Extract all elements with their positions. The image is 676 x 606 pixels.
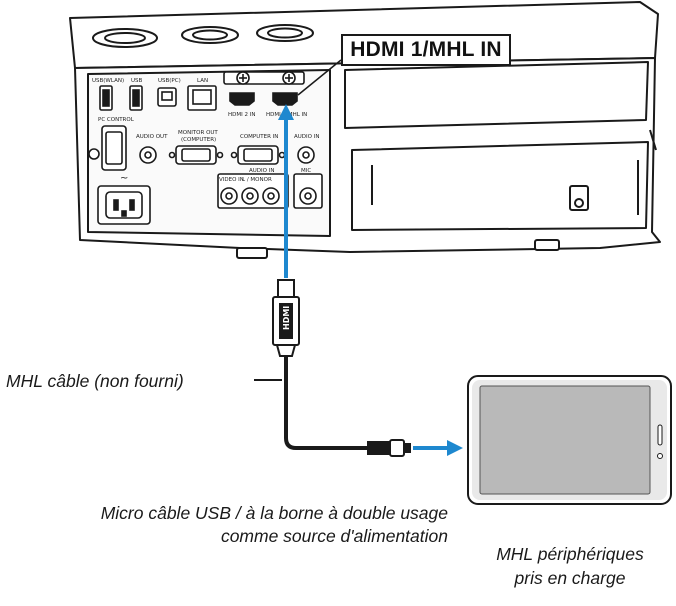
label-video-in: VIDEO IN [219, 177, 244, 183]
label-monitor-out-sub: (COMPUTER) [181, 137, 216, 143]
micro-usb-label-line1: Micro câble USB / à la borne à double us… [100, 503, 448, 523]
hdmi1-mhl-callout: HDMI 1/MHL IN [341, 34, 511, 66]
device-screen [479, 385, 651, 495]
hdmi1-port [272, 92, 298, 106]
mhl-cable [284, 356, 368, 450]
label-usb-wlan: USB(WLAN) [92, 78, 124, 84]
hdmi-plug-label: HDMI [282, 306, 291, 330]
top-dial-3 [256, 24, 314, 42]
label-r: R [268, 177, 272, 183]
label-computer-in: COMPUTER IN [240, 134, 278, 140]
label-hdmi2: HDMI 2 IN [228, 112, 255, 118]
device-label-line1: MHL périphériques [496, 544, 644, 564]
label-pc-control: PC CONTROL [98, 117, 135, 123]
hdmi2-port [229, 92, 255, 106]
label-usb-pc: USB(PC) [158, 78, 181, 84]
top-dial-2 [181, 26, 239, 44]
label-audio-in: AUDIO IN [294, 134, 319, 140]
label-mic: MIC [301, 168, 311, 174]
mhl-device [467, 375, 672, 505]
label-usb: USB [131, 78, 143, 84]
top-dial-1 [92, 28, 158, 48]
label-lan: LAN [197, 78, 208, 84]
label-monitor-out: MONITOR OUT [178, 130, 218, 136]
label-l-mono: L / MONO [242, 177, 269, 183]
mhl-cable-label: MHL câble (non fourni) [6, 371, 184, 391]
label-audio-in-rca: AUDIO IN [249, 168, 274, 174]
micro-usb-label-line2: comme source d'alimentation [220, 526, 448, 546]
label-audio-out: AUDIO OUT [136, 134, 168, 140]
panel-labels: USB(WLAN) USB USB(PC) LAN HDMI 2 IN HDMI… [92, 78, 319, 184]
callout-leader [297, 59, 342, 96]
svg-text:~: ~ [120, 173, 128, 184]
device-label-line2: pris en charge [514, 568, 626, 588]
device-button [657, 424, 663, 446]
micro-usb-plug [367, 439, 411, 457]
hdmi-plug [272, 279, 300, 357]
